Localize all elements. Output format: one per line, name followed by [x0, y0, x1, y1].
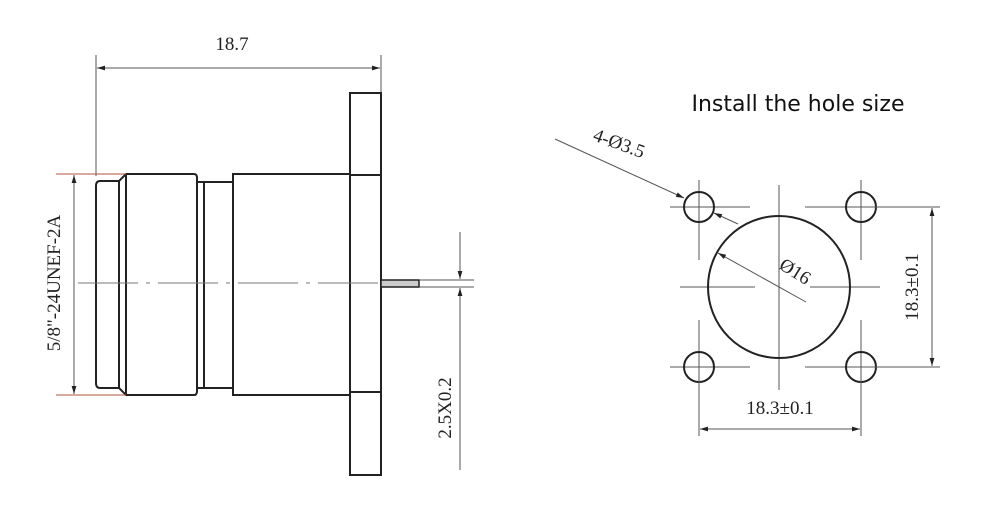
mount-hole-dimension-label: 4-Ø3.5: [590, 125, 647, 163]
vertical-spacing-label: 18.3±0.1: [902, 253, 923, 320]
center-hole-dimension-label: Ø16: [775, 254, 814, 289]
connector-neck: [203, 181, 234, 389]
mount-hole-top-left: [683, 191, 715, 223]
mounting-hole-view: Install the hole size 4-Ø3.5 Ø16 18.3±0.…: [554, 92, 940, 436]
center-hole: [707, 215, 851, 359]
threaded-nut: [118, 173, 198, 396]
center-pin: [380, 279, 420, 288]
hole-view-title: Install the hole size: [691, 92, 904, 117]
mounting-flange: [349, 92, 382, 476]
connector-body: [232, 173, 351, 396]
length-dimension-label: 18.7: [215, 34, 248, 55]
connector-front: [95, 180, 119, 389]
pin-dimension-label: 2.5X0.2: [435, 377, 456, 438]
thread-dimension-label: 5/8"-24UNEF-2A: [44, 214, 65, 351]
horizontal-spacing-label: 18.3±0.1: [746, 398, 813, 419]
connector-side-view: 18.7 5/8"-24UNEF-2A 2.5X0.2: [44, 34, 474, 476]
